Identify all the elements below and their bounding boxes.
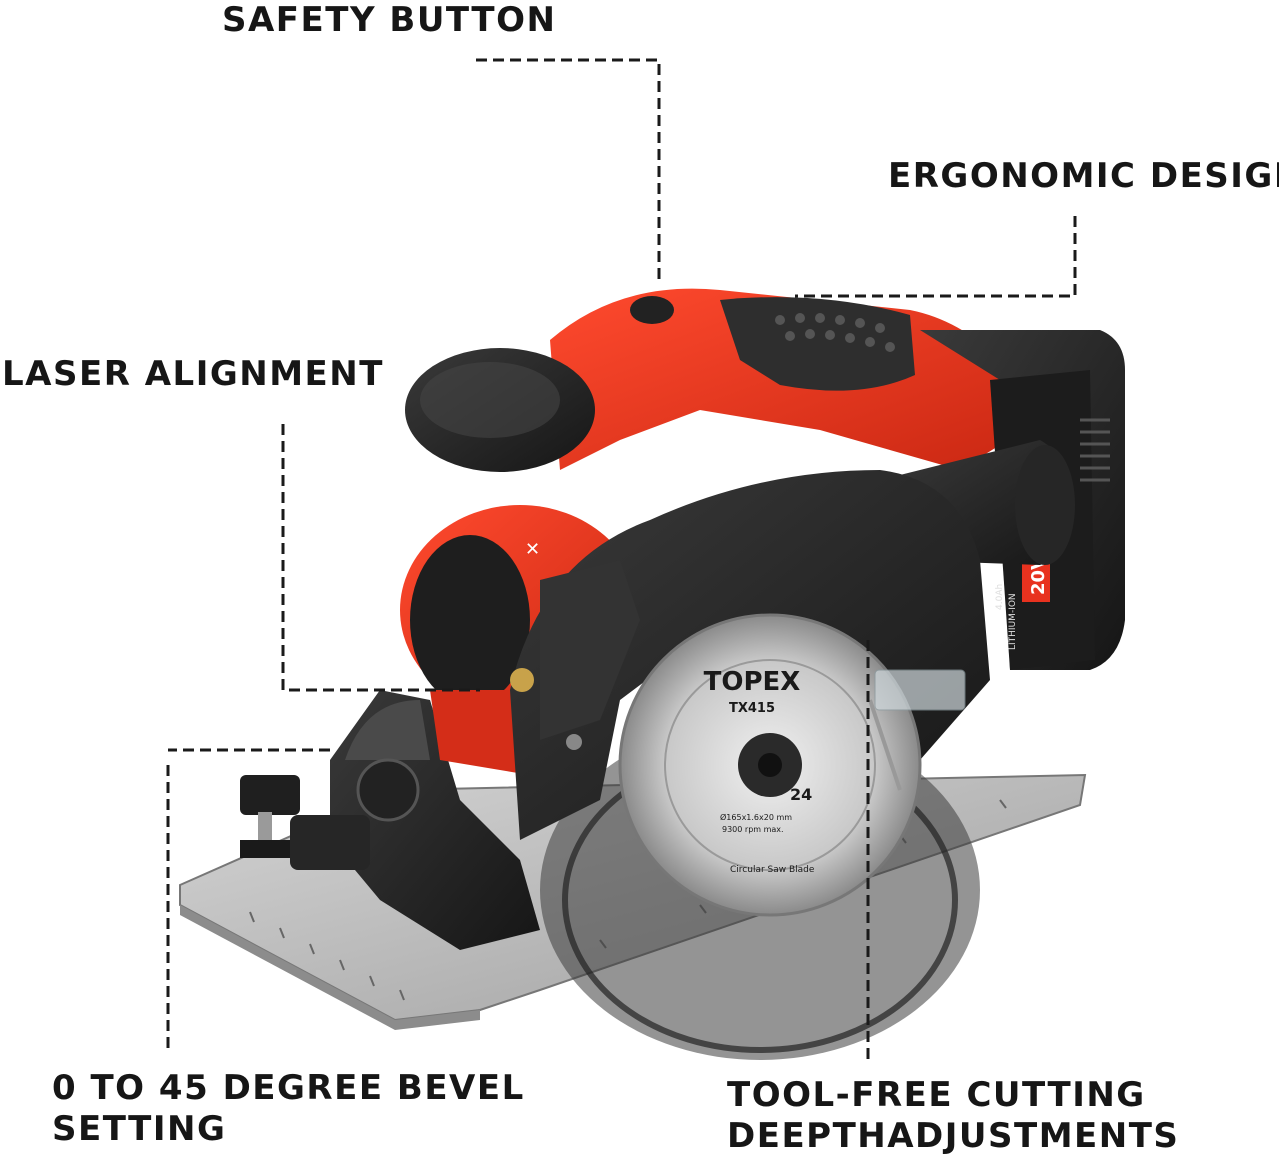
battery-type-text: LITHIUM-ION (1008, 593, 1018, 650)
bevel-label-line2: SETTING (52, 1109, 227, 1150)
blade-spec-text: Ø165x1.6x20 mm (720, 812, 792, 822)
front-knob (405, 348, 595, 472)
bevel-setting-label: 0 TO 45 DEGREE BEVEL SETTING (52, 1068, 525, 1151)
safety-button (630, 296, 674, 324)
bevel-adjuster (240, 690, 540, 950)
cutting-depth-label: TOOL-FREE CUTTING DEEPTHADJUSTMENTS (727, 1075, 1179, 1158)
safety-button-leader (476, 58, 661, 282)
battery-voltage-text: 20V (1028, 556, 1049, 595)
blade-brand-text: TOPEX (704, 667, 801, 697)
blade-name-text: Circular Saw Blade (730, 865, 815, 875)
depth-label-line1: TOOL-FREE CUTTING (727, 1075, 1146, 1115)
depth-adjust-lever (868, 669, 966, 791)
blade-model-text: TX415 (729, 701, 775, 716)
blade-teeth-text: 24 (790, 785, 812, 804)
ergonomic-design-label: ERGONOMIC DESIGN (888, 156, 1279, 196)
safety-button-label: SAFETY BUTTON (222, 0, 557, 40)
motor-brand-mark: ✕ (525, 539, 540, 560)
depth-label-line2: DEEPTHADJUSTMENTS (727, 1116, 1180, 1157)
bevel-label-line1: 0 TO 45 DEGREE BEVEL (52, 1068, 525, 1108)
laser-alignment-leader (281, 424, 480, 692)
ergonomic-design-leader (795, 216, 1077, 298)
blade-rpm-text: 9300 rpm max. (722, 825, 784, 834)
handle (550, 288, 1040, 470)
laser-alignment-label: LASER ALIGNMENT (2, 354, 384, 394)
saw-blade: TOPEX TX415 24 Ø165x1.6x20 mm 9300 rpm m… (618, 613, 922, 917)
battery-capacity-text: 4.0Ah (995, 584, 1005, 610)
laser-icon (510, 668, 534, 692)
